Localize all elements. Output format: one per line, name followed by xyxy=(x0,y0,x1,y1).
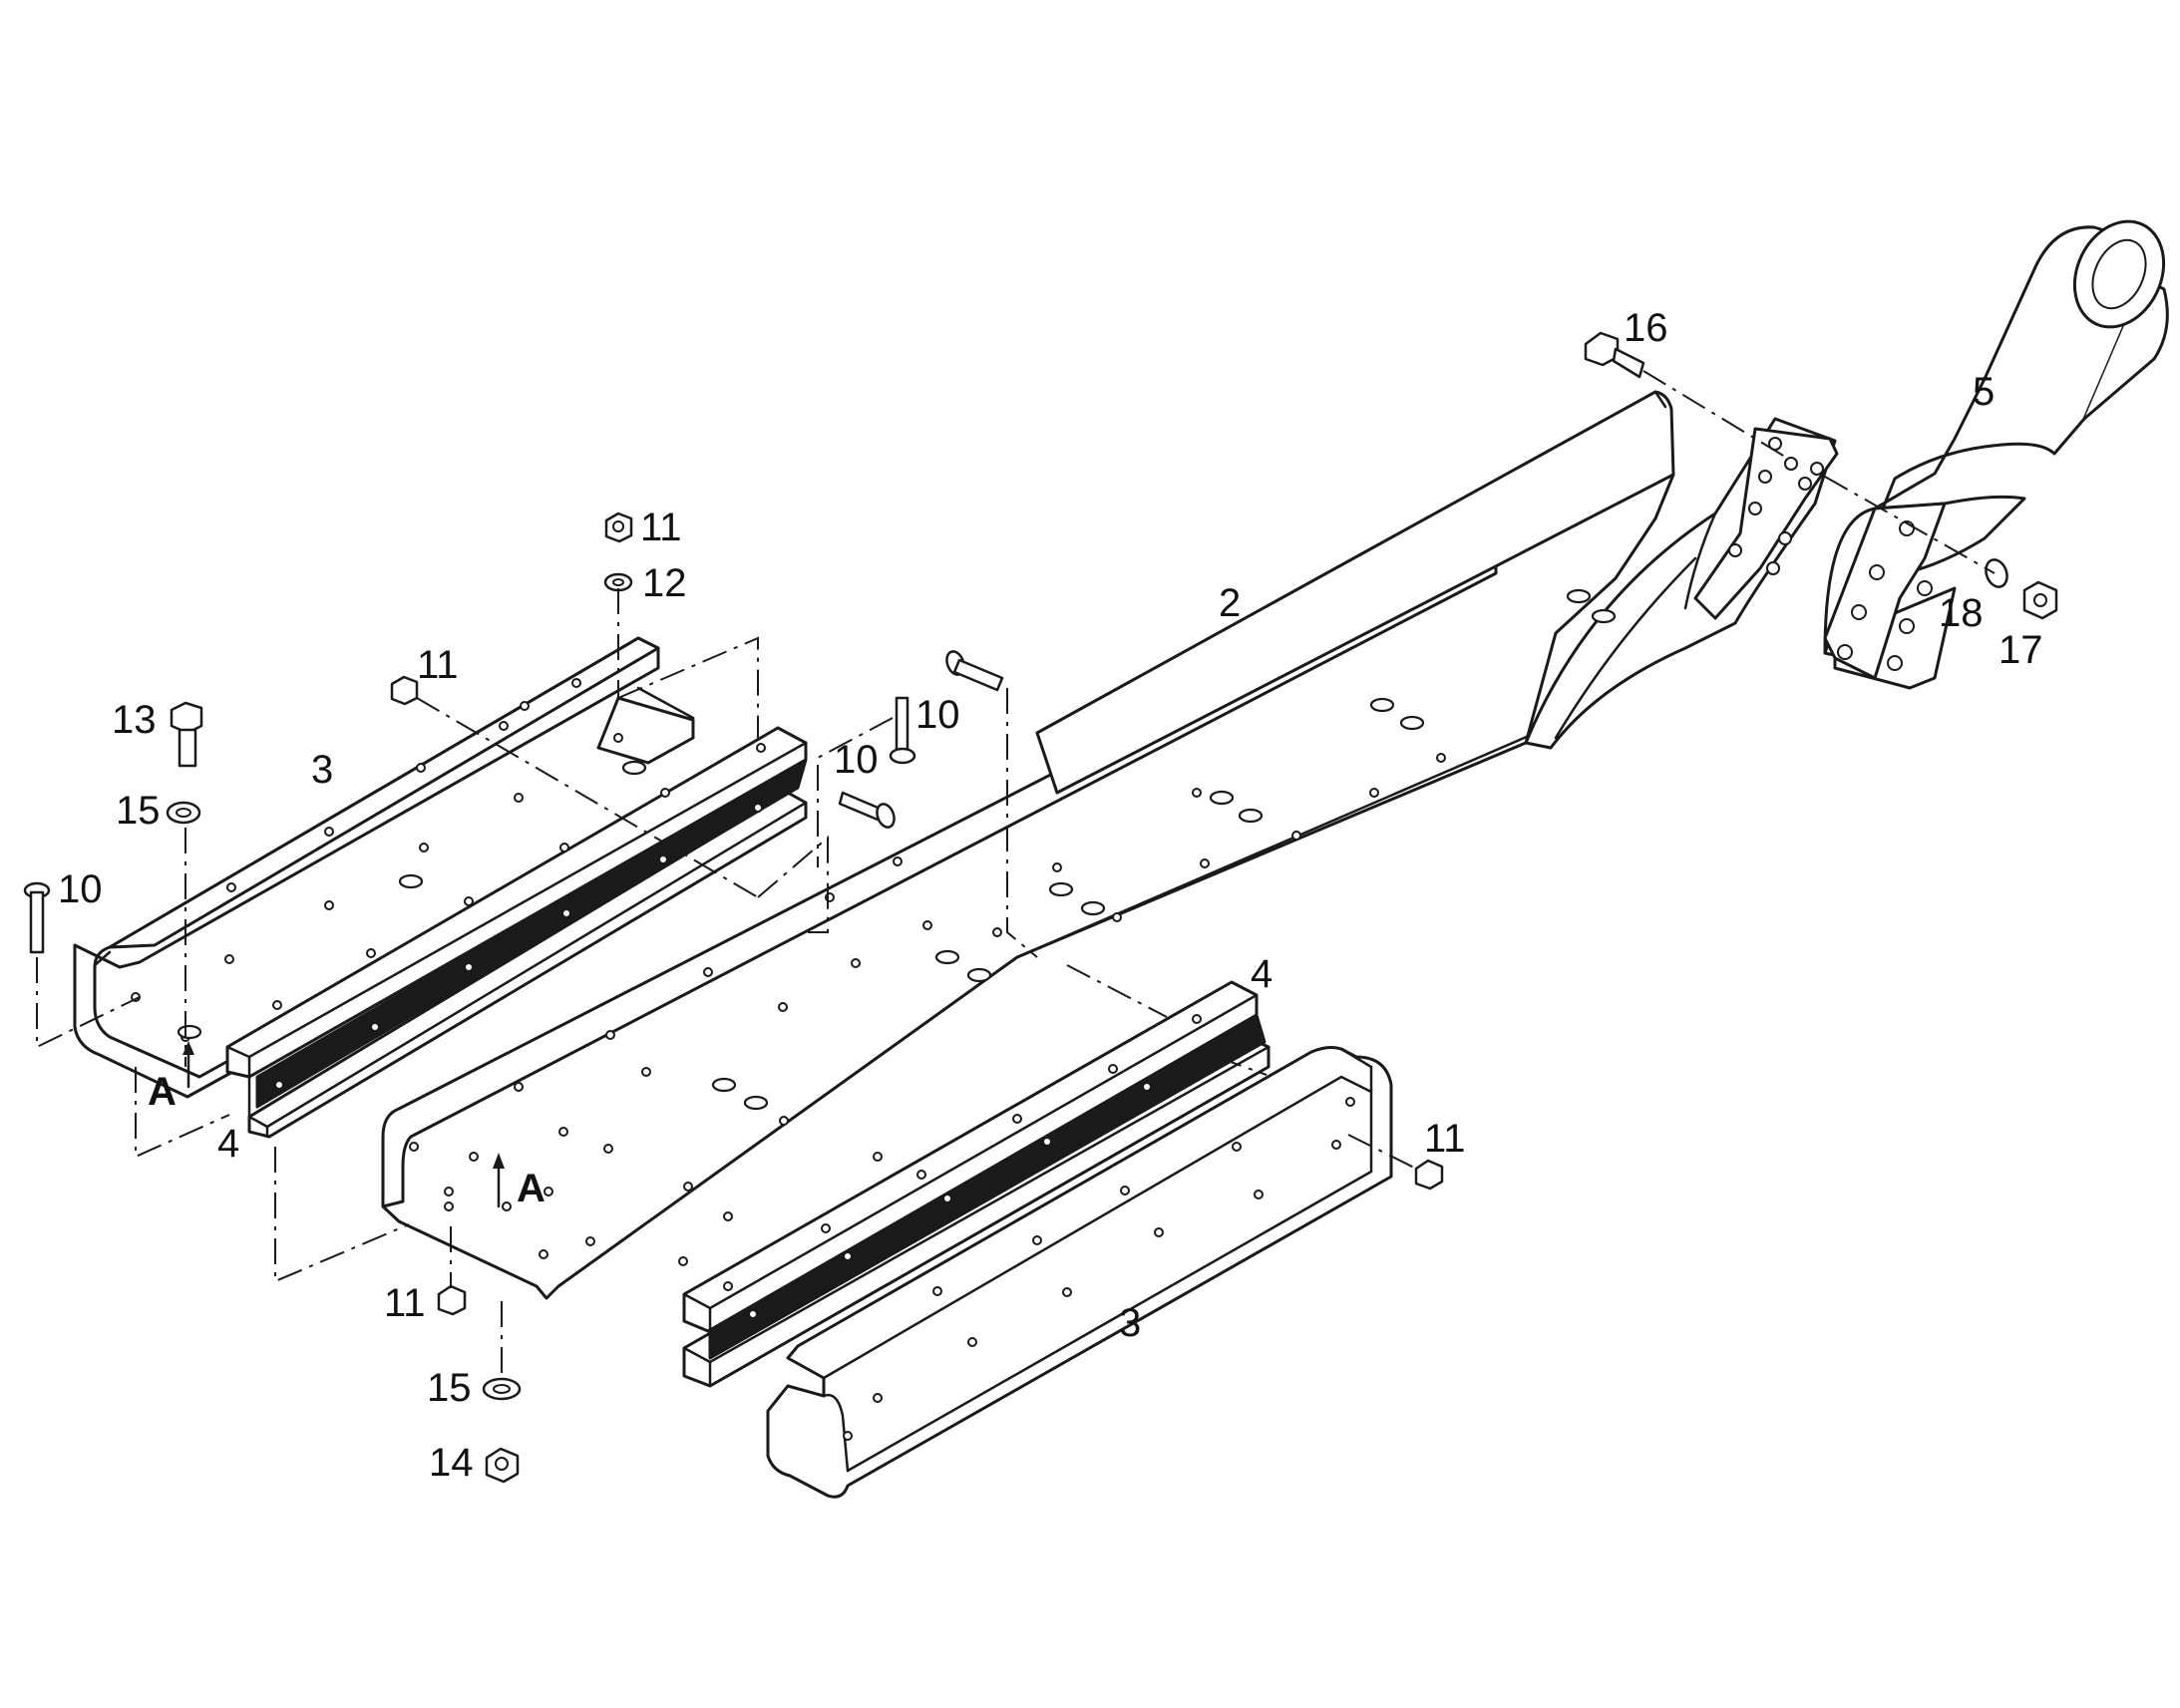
label-part-3-left: 3 xyxy=(311,748,333,792)
label-part-11-right: 11 xyxy=(1424,1117,1466,1161)
label-part-3-right: 3 xyxy=(1119,1301,1141,1345)
label-part-12: 12 xyxy=(642,561,687,605)
label-part-11-bottom: 11 xyxy=(384,1281,426,1325)
nut-part-11-right xyxy=(1414,1159,1444,1191)
label-part-4-left: 4 xyxy=(217,1122,239,1166)
screw-part-10-mid-a xyxy=(889,696,916,765)
label-part-15-bottom: 15 xyxy=(427,1366,472,1410)
washer-part-18 xyxy=(1985,558,2008,588)
section-arrow-a-right xyxy=(493,1153,505,1208)
bolt-part-13 xyxy=(170,701,203,768)
assembly-leader-lines xyxy=(36,370,1996,1376)
section-arrow-a-left xyxy=(182,1041,194,1089)
nut-part-11-top xyxy=(604,512,633,543)
nut-part-17 xyxy=(2022,580,2058,620)
label-part-2: 2 xyxy=(1219,581,1241,625)
screw-part-10-left xyxy=(23,881,51,954)
guide-bars-part-4-right xyxy=(682,980,1271,1388)
label-view-a-right: A xyxy=(517,1167,545,1210)
label-part-10-mid-a: 10 xyxy=(915,693,960,737)
label-part-11-left: 11 xyxy=(417,643,459,687)
label-part-17: 17 xyxy=(1998,628,2043,672)
tow-eye-part-5 xyxy=(1823,219,2169,690)
hardware xyxy=(23,331,2058,1484)
part-labels: 2 3 3 4 4 5 10 10 10 11 11 11 11 12 13 1… xyxy=(58,306,2043,1485)
nut-part-14 xyxy=(485,1447,520,1484)
label-part-4-right: 4 xyxy=(1251,952,1272,996)
pin-part-10-long xyxy=(945,650,1004,692)
washer-part-12 xyxy=(603,572,633,592)
label-part-10-mid-b: 10 xyxy=(834,738,879,782)
screw-part-10-mid-b xyxy=(838,791,896,829)
label-view-a-left: A xyxy=(148,1070,177,1114)
channel-part-3-left xyxy=(73,636,695,1099)
washer-part-15-bottom xyxy=(482,1377,522,1401)
channel-part-3-right xyxy=(766,1046,1393,1499)
label-part-14: 14 xyxy=(429,1441,474,1485)
label-part-10-left: 10 xyxy=(58,867,103,911)
label-part-5: 5 xyxy=(1973,370,1995,414)
label-part-13: 13 xyxy=(112,698,157,742)
label-part-15-top: 15 xyxy=(116,789,161,833)
label-part-16: 16 xyxy=(1624,306,1668,350)
nut-part-11-bottom xyxy=(437,1284,467,1316)
bolt-part-16 xyxy=(1584,331,1645,379)
label-part-11-top: 11 xyxy=(640,506,682,549)
nut-part-11-left xyxy=(390,675,419,706)
label-part-18: 18 xyxy=(1939,591,1984,635)
main-beam-part-2 xyxy=(381,390,1839,1300)
washer-part-15-top xyxy=(166,801,201,825)
beam-holes xyxy=(409,588,1617,1266)
guide-bars-part-4-left xyxy=(225,726,808,1139)
